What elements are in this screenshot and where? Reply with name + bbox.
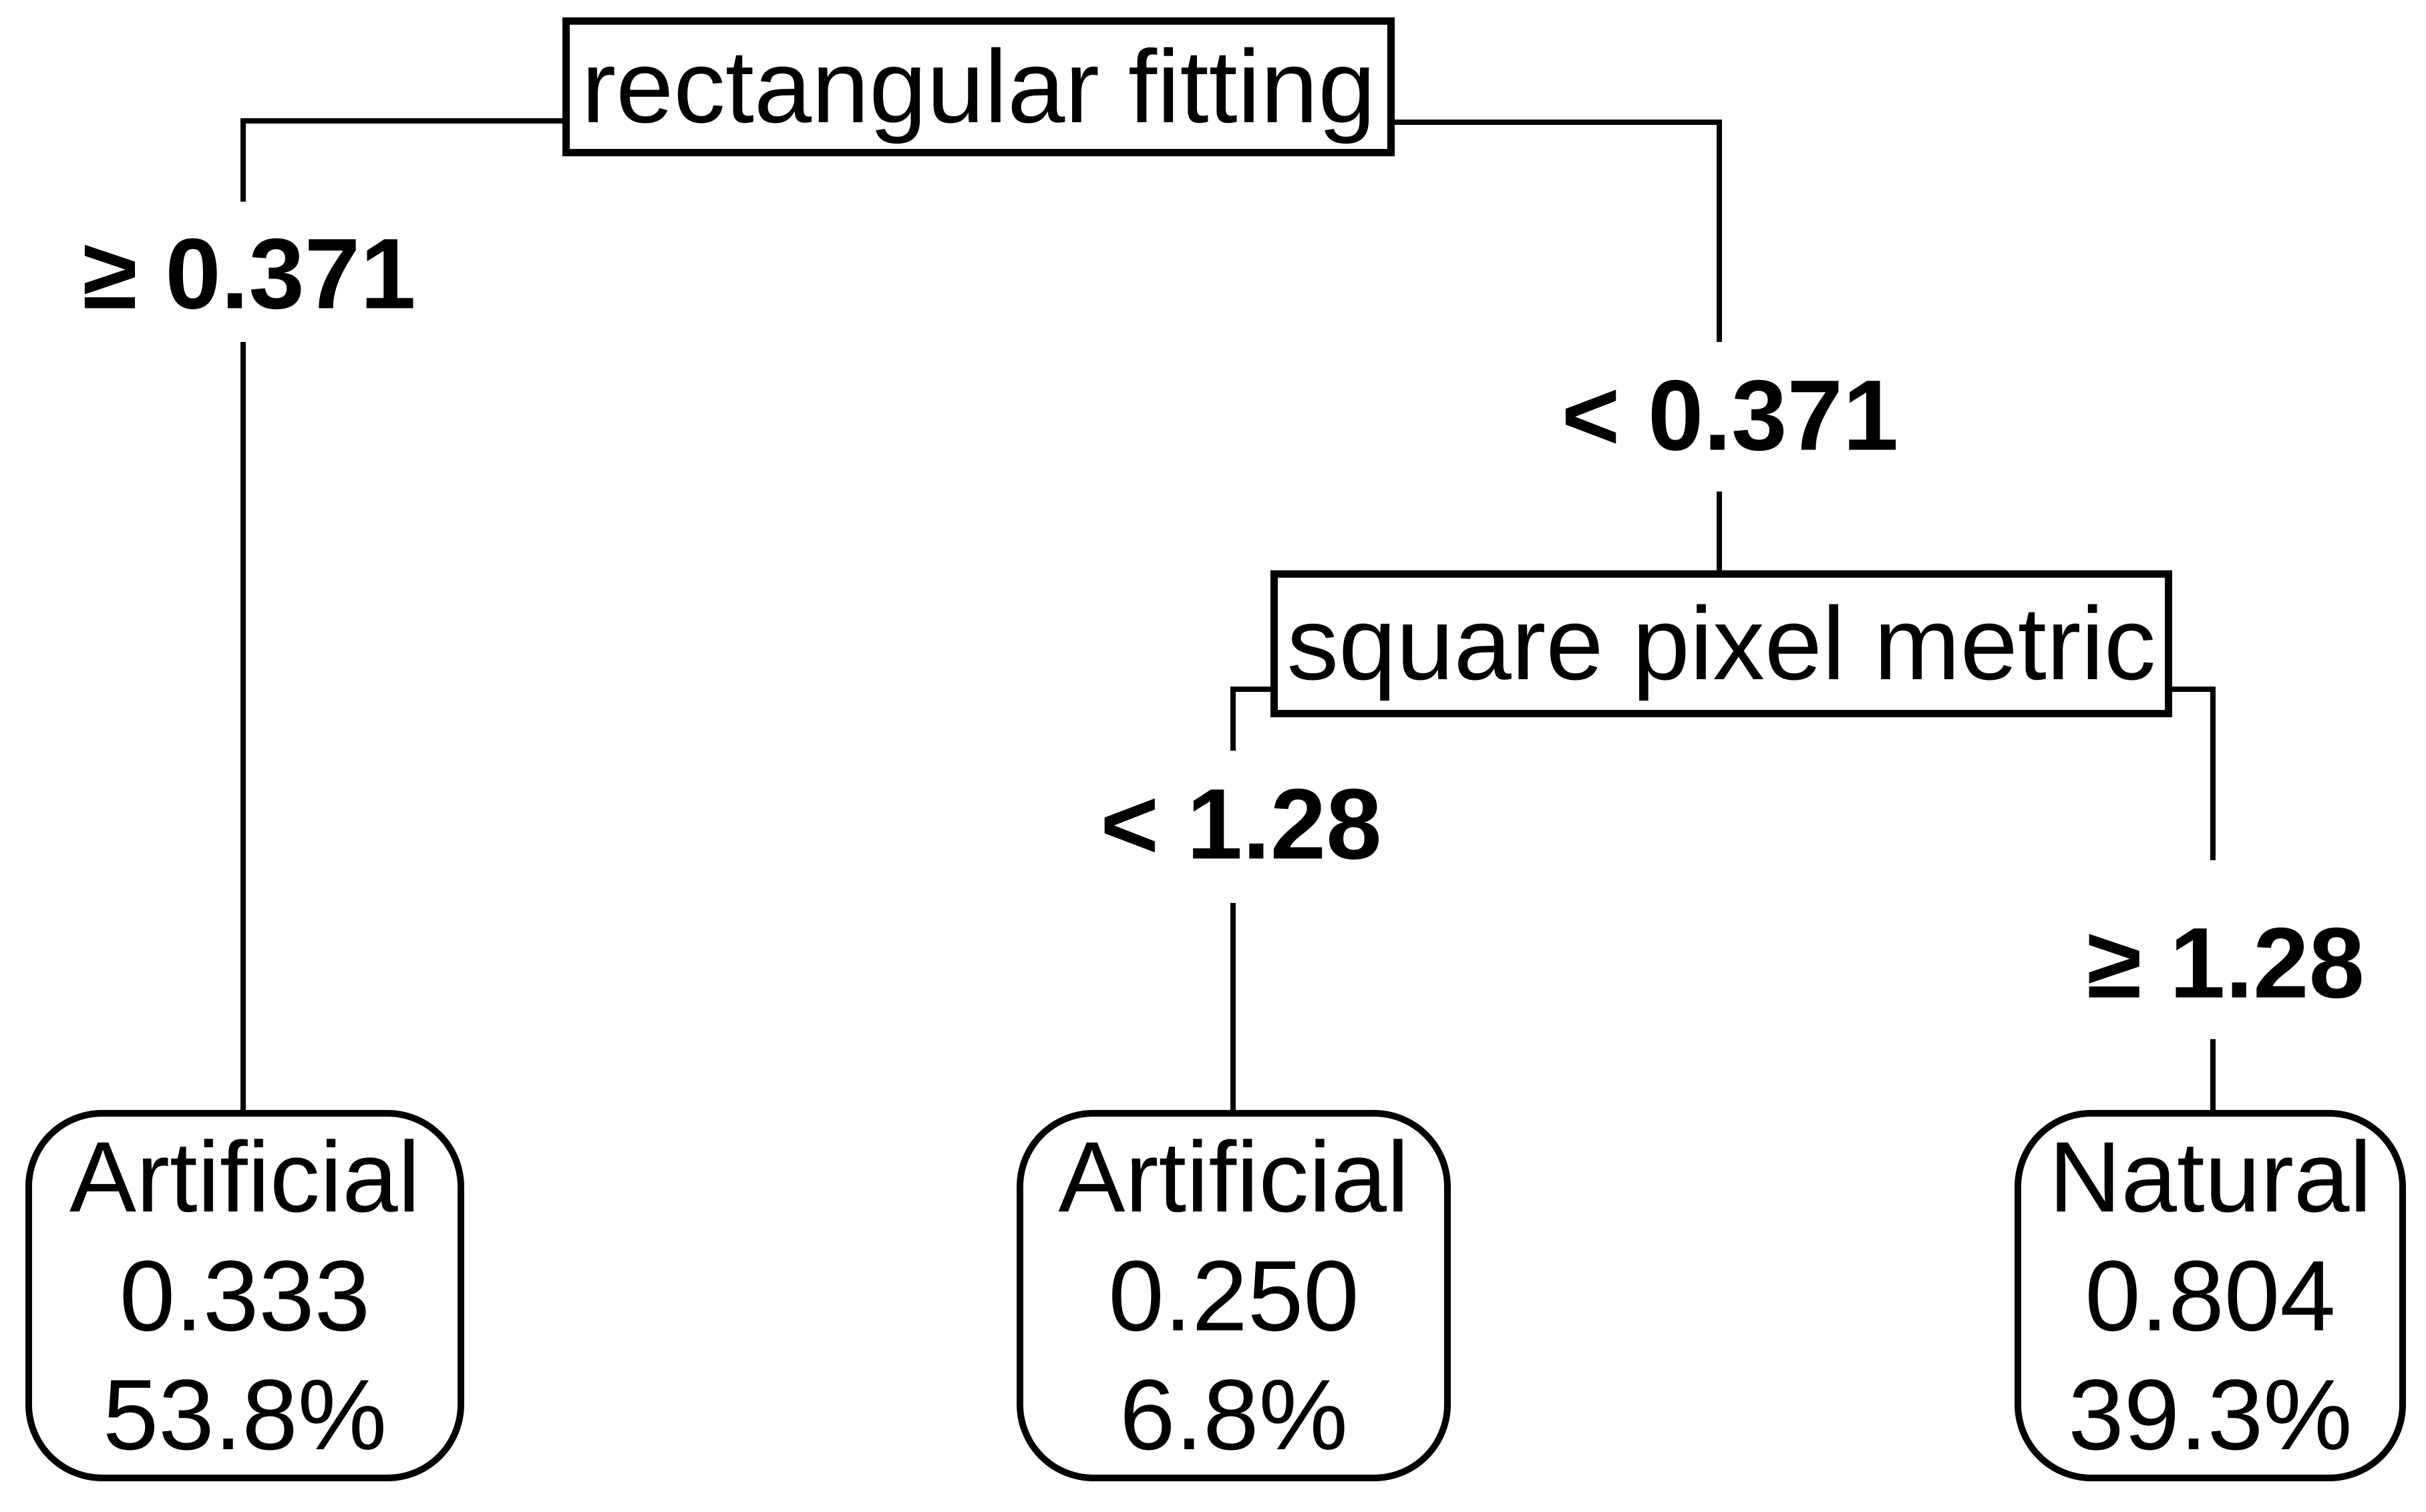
branch-label-lt-0371: < 0.371 bbox=[1561, 359, 1899, 471]
leaf-class-label: Artificial bbox=[1058, 1121, 1409, 1233]
leaf-probability: 0.804 bbox=[2085, 1240, 2336, 1352]
leaf-probability: 0.333 bbox=[119, 1240, 371, 1352]
leaf-node-artificial-middle: Artificial 0.250 6.8% bbox=[1017, 1110, 1451, 1481]
leaf-coverage: 6.8% bbox=[1119, 1358, 1348, 1471]
leaf-coverage: 39.3% bbox=[2068, 1358, 2353, 1471]
edge-split-to-right-leaf bbox=[2168, 687, 2216, 1113]
edge-root-to-split-node bbox=[1391, 120, 1722, 574]
decision-node-label: rectangular fitting bbox=[581, 29, 1376, 144]
branch-label-lt-128: < 1.28 bbox=[1100, 767, 1382, 880]
edge-split-to-middle-leaf bbox=[1230, 687, 1274, 1113]
leaf-class-label: Artificial bbox=[69, 1121, 421, 1233]
leaf-coverage: 53.8% bbox=[102, 1358, 387, 1471]
branch-label-ge-0371: ≥ 0.371 bbox=[82, 217, 416, 330]
leaf-node-artificial-left: Artificial 0.333 53.8% bbox=[25, 1110, 464, 1481]
decision-node-label: square pixel metric bbox=[1286, 586, 2156, 701]
leaf-probability: 0.250 bbox=[1108, 1240, 1359, 1352]
leaf-node-natural-right: Natural 0.804 39.3% bbox=[2015, 1110, 2406, 1481]
edge-root-to-left-leaf bbox=[240, 118, 566, 1113]
decision-node-square-pixel-metric: square pixel metric bbox=[1270, 570, 2172, 717]
decision-node-rectangular-fitting: rectangular fitting bbox=[562, 17, 1395, 156]
leaf-class-label: Natural bbox=[2049, 1121, 2372, 1233]
branch-label-ge-128: ≥ 1.28 bbox=[2087, 906, 2365, 1019]
